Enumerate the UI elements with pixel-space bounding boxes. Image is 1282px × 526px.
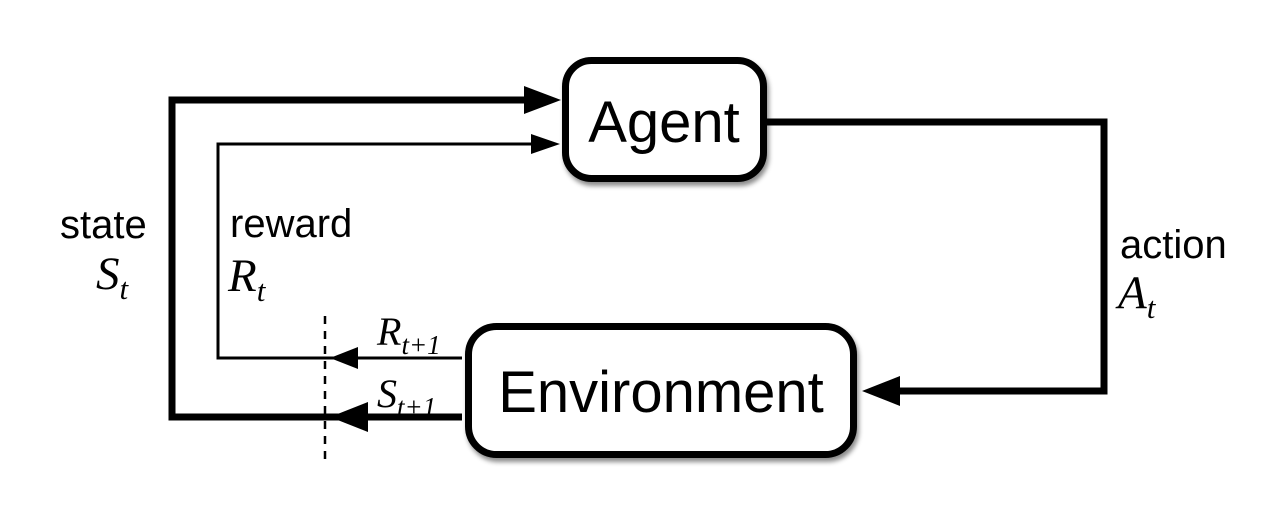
environment-label: Environment	[498, 360, 824, 425]
action-word-label: action	[1120, 223, 1227, 267]
state-edge	[168, 96, 550, 421]
action-into-environment-arrowhead	[862, 376, 900, 406]
reward-symbol-subscript: t	[257, 273, 267, 308]
state-symbol-label: St	[96, 248, 130, 306]
next-reward-symbol-label: Rt+1	[376, 309, 441, 360]
environment-node: Environment	[465, 323, 857, 458]
environment-box	[465, 323, 857, 458]
action-symbol-subscript: t	[1147, 290, 1157, 325]
reward-symbol-main: R	[227, 250, 257, 302]
next-state-symbol-subscript: t+1	[397, 392, 436, 422]
agent-node: Agent	[562, 57, 767, 182]
state-symbol-main: S	[96, 248, 120, 300]
next-state-symbol-main: S	[377, 371, 397, 416]
next-state-arrowhead	[330, 402, 368, 432]
action-symbol-label: At	[1115, 267, 1157, 325]
next-state-symbol-label: St+1	[377, 371, 436, 422]
reward-word-label: reward	[230, 202, 352, 246]
reward-into-agent-arrowhead	[531, 134, 560, 154]
action-symbol-main: A	[1115, 267, 1147, 319]
next-reward-symbol-subscript: t+1	[401, 330, 440, 360]
reward-symbol-label: Rt	[227, 250, 267, 308]
agent-label: Agent	[588, 90, 740, 155]
next-reward-symbol-main: R	[376, 309, 401, 354]
state-into-agent-arrowhead	[524, 86, 561, 114]
state-symbol-subscript: t	[120, 271, 130, 306]
next-reward-arrowhead	[330, 347, 358, 369]
state-word-label: state	[60, 203, 147, 247]
agent-box	[562, 57, 767, 182]
action-edge	[767, 118, 1108, 395]
